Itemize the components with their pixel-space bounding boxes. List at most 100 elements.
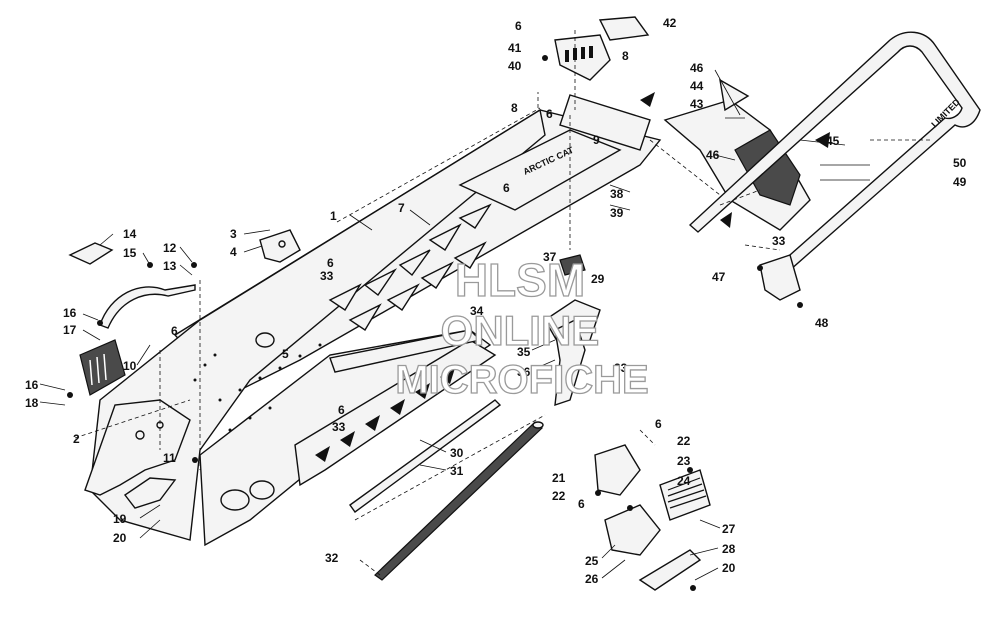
callout-30: 30 <box>450 446 464 460</box>
callout-31: 31 <box>450 464 464 478</box>
rear-tail-light-housing <box>554 34 611 81</box>
callout-14: 14 <box>123 227 137 241</box>
callout-10: 10 <box>123 359 137 373</box>
callout-36: 36 <box>517 365 531 379</box>
callout-33-tunnel: 33 <box>320 269 334 283</box>
callout-23: 23 <box>677 454 691 468</box>
running-board-left <box>294 329 497 487</box>
callout-33-floor: 33 <box>332 420 346 434</box>
callout-20-left: 20 <box>113 531 127 545</box>
flap-mount-bracket <box>719 78 750 112</box>
front-bumper-tube <box>99 284 196 329</box>
running-board-rail <box>349 399 502 513</box>
watermark-line2: ONLINE <box>441 307 600 354</box>
callout-18: 18 <box>25 396 39 410</box>
callout-48: 48 <box>815 316 829 330</box>
fasteners <box>67 55 803 591</box>
callout-6-front: 6 <box>171 324 178 338</box>
callout-labels: 1 2 3 4 5 6 6 6 6 6 6 6 6 7 8 8 9 10 11 … <box>25 16 967 586</box>
callout-1: 1 <box>330 209 337 223</box>
callout-3: 3 <box>230 227 237 241</box>
callout-2: 2 <box>73 432 80 446</box>
callout-35: 35 <box>517 345 531 359</box>
front-brake-bracket <box>84 399 191 496</box>
callout-6-tunnel: 6 <box>327 256 334 270</box>
running-board-tube <box>374 421 544 581</box>
skid-plate <box>123 477 177 509</box>
direction-arrows <box>640 92 830 228</box>
rivet-pattern <box>193 343 322 432</box>
callout-32: 32 <box>325 551 339 565</box>
callout-16-front: 16 <box>63 306 77 320</box>
rear-tail-light-lens <box>598 16 650 41</box>
callout-6-step: 6 <box>578 497 585 511</box>
front-cap <box>68 242 114 265</box>
callout-27: 27 <box>722 522 736 536</box>
callout-5: 5 <box>282 347 289 361</box>
callout-11: 11 <box>163 451 176 465</box>
rear-snow-flap <box>663 78 811 231</box>
side-step-cover <box>638 549 702 591</box>
callout-46-side: 46 <box>706 148 720 162</box>
rear-bumper-bracket <box>559 94 651 151</box>
callout-49: 49 <box>953 175 967 189</box>
watermark-line1: HLSM <box>455 254 585 306</box>
callout-40: 40 <box>508 59 522 73</box>
callout-6-deck: 6 <box>546 107 553 121</box>
callout-4: 4 <box>230 245 237 259</box>
callout-21: 21 <box>552 471 566 485</box>
callout-15: 15 <box>123 246 137 260</box>
callout-17: 17 <box>63 323 77 337</box>
callout-33-right: 33 <box>614 361 628 375</box>
callout-25: 25 <box>585 554 599 568</box>
callout-44: 44 <box>690 79 704 93</box>
callout-19: 19 <box>113 512 127 526</box>
watermark: HLSM ONLINE MICROFICHE <box>395 253 650 402</box>
callout-22-upper: 22 <box>677 434 691 448</box>
footrest-upper <box>329 329 482 373</box>
tunnel-rear-deck <box>458 129 622 211</box>
tunnel-opening <box>220 489 250 511</box>
callout-28: 28 <box>722 542 736 556</box>
callout-45: 45 <box>826 134 840 148</box>
tunnel-opening <box>249 480 275 500</box>
callout-6-floor: 6 <box>338 403 345 417</box>
callout-37: 37 <box>543 250 557 264</box>
callout-42: 42 <box>663 16 677 30</box>
tunnel-side-reflector <box>559 254 586 276</box>
step-panel-lower <box>604 504 661 556</box>
callout-46-top: 46 <box>690 61 704 75</box>
front-mount-bracket <box>259 229 301 263</box>
callout-38: 38 <box>610 187 624 201</box>
callout-9: 9 <box>593 133 600 147</box>
callout-6-rack: 6 <box>503 181 510 195</box>
callout-8-top: 8 <box>622 49 629 63</box>
front-cover-plate <box>79 339 126 396</box>
callout-26: 26 <box>585 572 599 586</box>
callout-39: 39 <box>610 206 624 220</box>
callout-8-deck: 8 <box>511 101 518 115</box>
watermark-line3: MICROFICHE <box>395 358 648 402</box>
step-panel-upper <box>594 444 641 496</box>
callout-20-right: 20 <box>722 561 736 575</box>
callout-34: 34 <box>470 304 484 318</box>
side-vent-panel <box>659 469 711 521</box>
callout-43: 43 <box>690 97 704 111</box>
callout-24: 24 <box>677 474 691 488</box>
callout-41: 41 <box>508 41 522 55</box>
callout-7: 7 <box>398 201 405 215</box>
rear-bumper-hitch <box>759 254 801 301</box>
callout-29: 29 <box>591 272 605 286</box>
rear-suspension-arm <box>554 319 586 407</box>
callout-6-top: 6 <box>515 19 522 33</box>
tunnel-grommet <box>255 332 275 348</box>
callout-47: 47 <box>712 270 726 284</box>
callout-33-hitch: 33 <box>772 234 786 248</box>
callout-22-lower: 22 <box>552 489 566 503</box>
callout-16-lower: 16 <box>25 378 39 392</box>
callout-13: 13 <box>163 259 177 273</box>
callout-12: 12 <box>163 241 177 255</box>
callout-50: 50 <box>953 156 967 170</box>
callout-6-side: 6 <box>655 417 662 431</box>
